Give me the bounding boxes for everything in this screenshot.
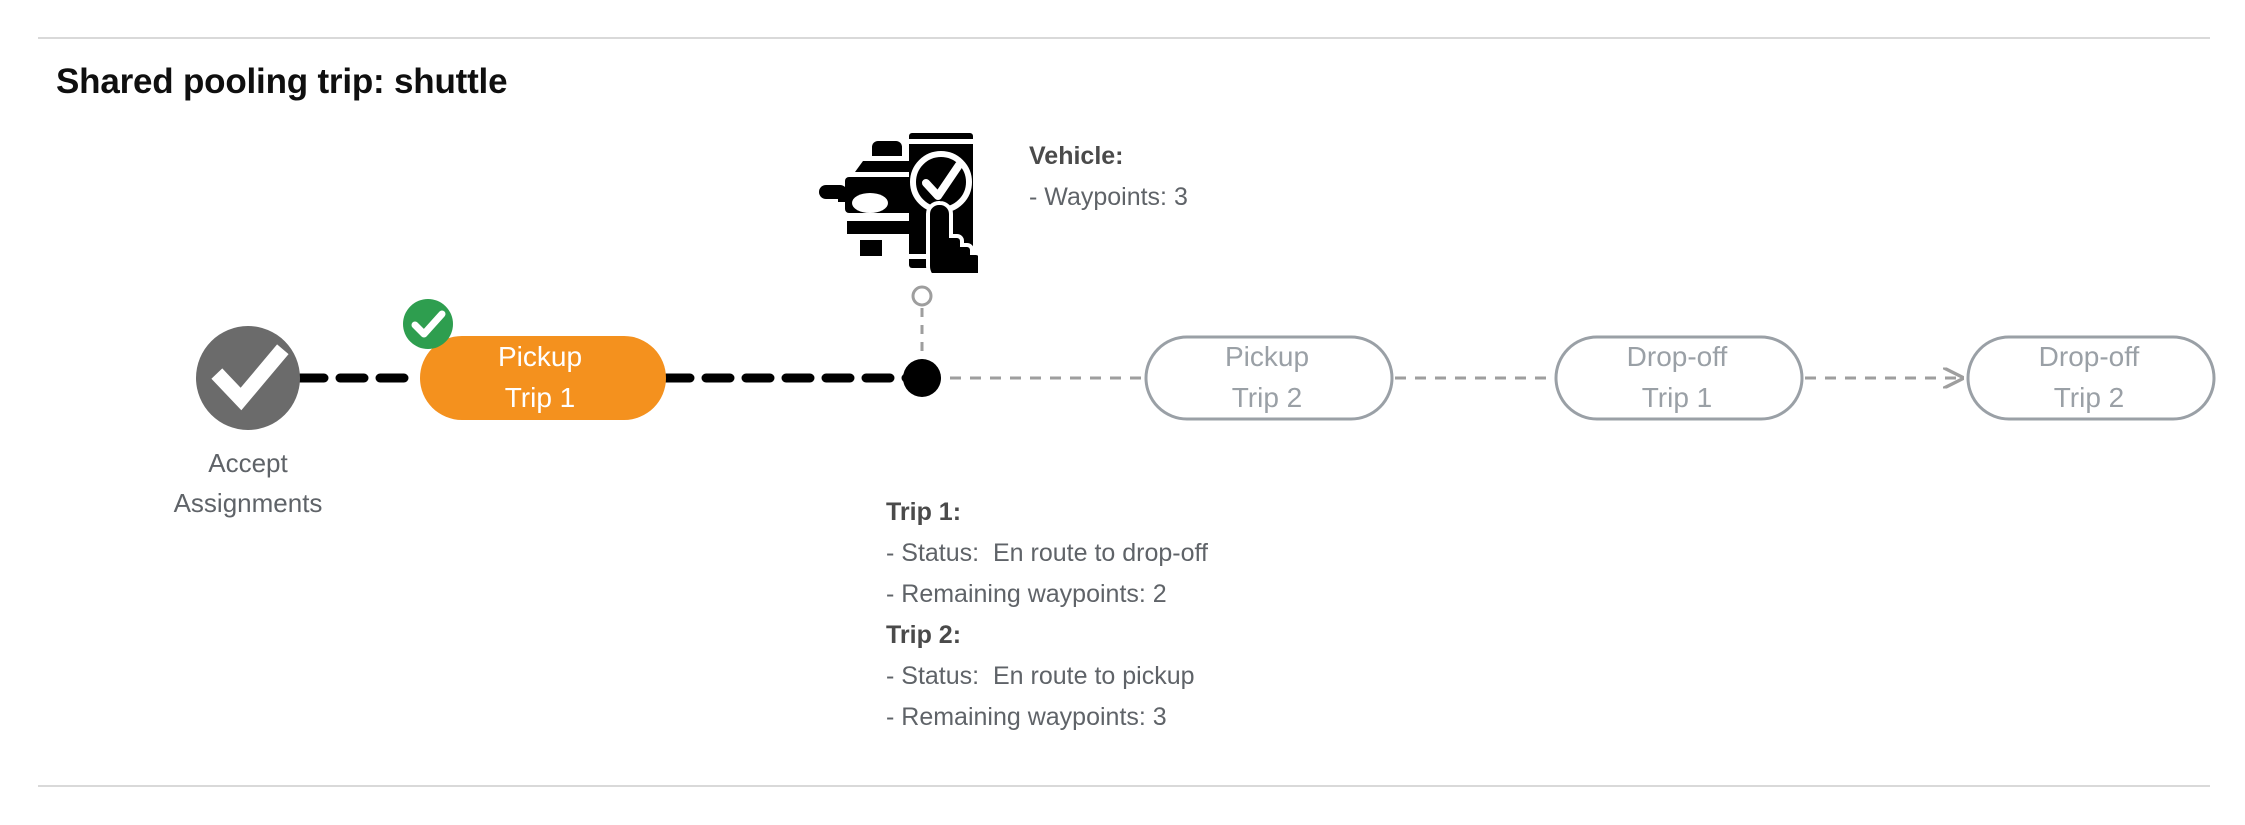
check-badge-glyph	[411, 310, 446, 338]
trip1-status-label: - Status:	[886, 539, 980, 567]
trip1-heading-row: Trip 1:	[886, 492, 1208, 533]
accept-assignments-caption: Accept Assignments	[98, 443, 398, 523]
vehicle-info-heading-row: Vehicle:	[1029, 136, 1188, 177]
node-dropoff-trip-1[interactable]	[1554, 335, 1804, 421]
node-pickup-trip-1[interactable]	[420, 336, 666, 420]
vehicle-info-heading-colon: :	[1115, 142, 1124, 170]
node-accept-assignments[interactable]	[196, 326, 300, 430]
node-pickup-trip-2[interactable]	[1144, 335, 1394, 421]
vehicle-waypoints-line: - Waypoints: 3	[1029, 183, 1188, 211]
pickup-trip1-pill	[420, 336, 666, 420]
accept-caption-line1: Accept	[208, 448, 288, 478]
node-dropoff-trip-2[interactable]	[1966, 335, 2216, 421]
vehicle-info-heading: Vehicle	[1029, 142, 1116, 170]
trip1-heading-colon: :	[952, 498, 962, 526]
trip1-status-value: En route to drop-off	[993, 539, 1208, 567]
accept-circle	[196, 326, 300, 430]
trip2-status-label: - Status:	[886, 662, 980, 690]
accept-caption-line2: Assignments	[173, 488, 323, 518]
trip2-waypoints-line: - Remaining waypoints: 3	[886, 703, 1167, 731]
pickup-trip1-status-badge	[403, 299, 453, 349]
trip2-heading-row: Trip 2:	[886, 615, 1208, 656]
trip2-status-value: En route to pickup	[993, 662, 1195, 690]
trip2-heading-colon: :	[952, 621, 962, 649]
trip1-heading: Trip 1	[886, 498, 953, 526]
trip2-status-line: - Status: En route to pickup	[886, 656, 1208, 697]
trip2-heading: Trip 2	[886, 621, 953, 649]
page-title: Shared pooling trip: shuttle	[56, 62, 508, 101]
check-circle-icon	[211, 344, 289, 411]
divider-top	[38, 37, 2210, 39]
car-phone-check-icon	[819, 133, 978, 273]
divider-bottom	[38, 785, 2210, 787]
check-badge-icon	[403, 299, 453, 349]
trip1-status-line: - Status: En route to drop-off	[886, 533, 1208, 574]
vehicle-info-block: Vehicle: - Waypoints: 3	[1029, 136, 1188, 218]
trip1-waypoints-line: - Remaining waypoints: 2	[886, 580, 1167, 608]
trip-info-block: Trip 1: - Status: En route to drop-off -…	[886, 492, 1208, 738]
vehicle-position-dot[interactable]	[903, 359, 941, 397]
vehicle-anchor-circle	[911, 285, 933, 307]
